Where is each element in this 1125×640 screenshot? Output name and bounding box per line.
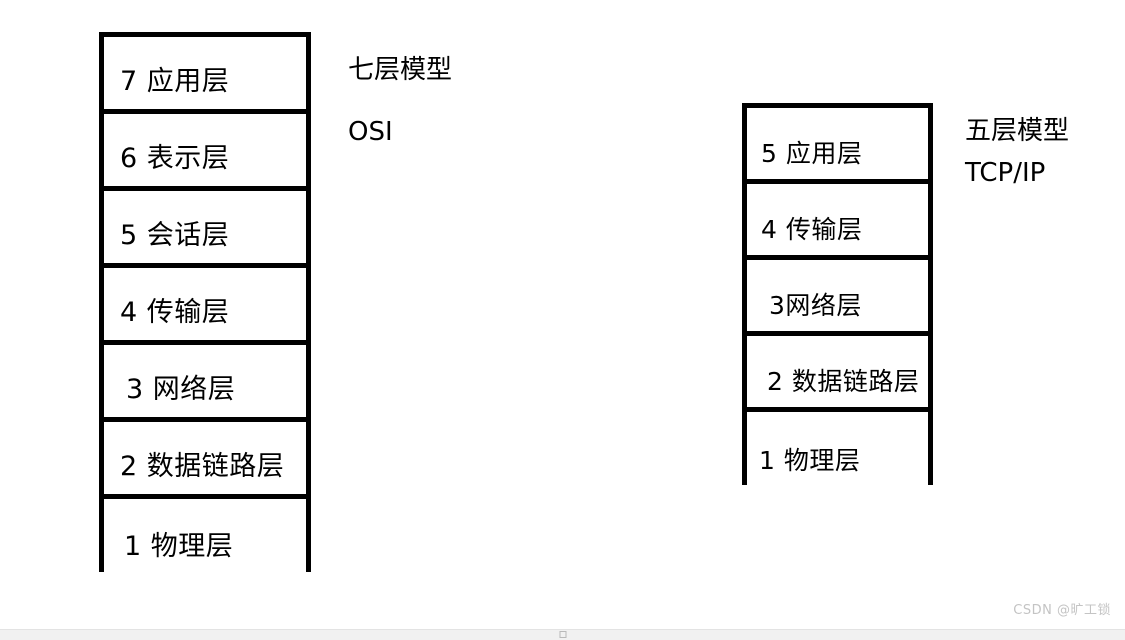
tcpip-caption-subtitle: TCP/IP (965, 158, 1046, 188)
tcpip-layer-2-label: 2 数据链路层 (767, 367, 920, 396)
tcpip-caption-title: 五层模型 (965, 116, 1070, 146)
tcpip-caption: 五层模型 TCP/IP (965, 118, 1069, 186)
osi-layer-1: 1 物理层 (104, 499, 306, 574)
osi-caption-subtitle: OSI (348, 117, 393, 147)
osi-layer-3: 3 网络层 (104, 345, 306, 422)
osi-caption-title: 七层模型 (348, 55, 453, 85)
page-bottom-strip (0, 629, 1125, 640)
tcpip-layer-4: 4 传输层 (747, 184, 928, 260)
osi-layer-3-label: 3 网络层 (126, 374, 236, 405)
csdn-watermark: CSDN @旷工锁 (1013, 603, 1111, 618)
osi-layer-4-label: 4 传输层 (120, 297, 230, 328)
tcpip-layer-5-label: 5 应用层 (761, 139, 863, 168)
tcpip-layer-3-label: 3网络层 (769, 291, 862, 320)
osi-layer-2: 2 数据链路层 (104, 422, 306, 499)
osi-layer-7: 7 应用层 (104, 37, 306, 114)
tcpip-layer-3: 3网络层 (747, 260, 928, 336)
osi-layer-1-label: 1 物理层 (124, 531, 234, 562)
tcpip-layer-1-label: 1 物理层 (759, 446, 861, 475)
tcpip-layer-5: 5 应用层 (747, 108, 928, 184)
osi-layer-5: 5 会话层 (104, 191, 306, 268)
page-bottom-marker (559, 631, 566, 638)
tcpip-layer-1: 1 物理层 (747, 412, 928, 486)
tcpip-layer-stack: 5 应用层 4 传输层 3网络层 2 数据链路层 1 物理层 (742, 103, 933, 486)
osi-layer-2-label: 2 数据链路层 (120, 451, 285, 482)
tcpip-layer-2: 2 数据链路层 (747, 336, 928, 412)
osi-layer-4: 4 传输层 (104, 268, 306, 345)
osi-layer-5-label: 5 会话层 (120, 220, 230, 251)
osi-layer-7-label: 7 应用层 (120, 66, 230, 97)
osi-layer-stack: 7 应用层 6 表示层 5 会话层 4 传输层 3 网络层 2 数据链路层 1 … (99, 32, 311, 574)
osi-caption: 七层模型 OSI (348, 57, 452, 145)
tcpip-layer-4-label: 4 传输层 (761, 215, 863, 244)
osi-layer-6-label: 6 表示层 (120, 143, 230, 174)
osi-layer-6: 6 表示层 (104, 114, 306, 191)
